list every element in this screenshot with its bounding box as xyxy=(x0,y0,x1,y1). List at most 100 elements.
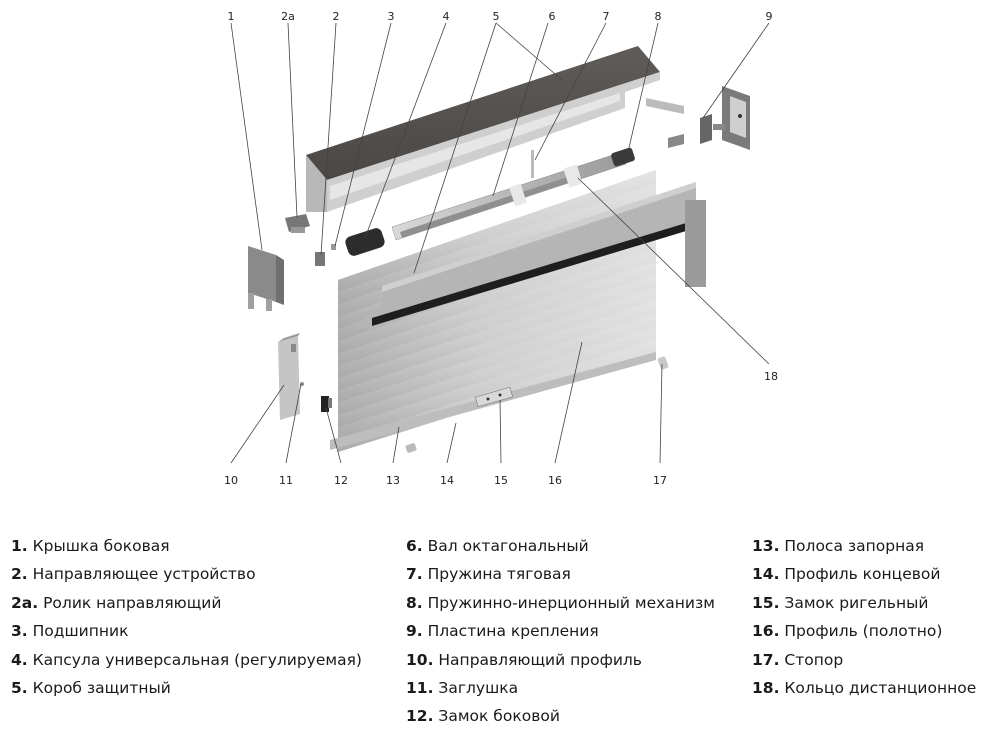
legend-text: Ролик направляющий xyxy=(43,593,222,612)
bolt-lock xyxy=(474,386,514,408)
legend-number: 10. xyxy=(406,650,434,669)
legend-item: 4. Капсула универсальная (регулируемая) xyxy=(11,646,362,674)
legend-number: 5. xyxy=(11,678,28,697)
legend-item: 5. Короб защитный xyxy=(11,674,362,702)
leader-lines xyxy=(230,22,770,464)
legend-item: 8. Пружинно-инерционный механизм xyxy=(406,589,715,617)
legend-item: 17. Стопор xyxy=(752,646,976,674)
legend-item: 6. Вал октагональный xyxy=(406,532,715,560)
legend-text: Профиль (полотно) xyxy=(784,622,943,641)
legend-item: 16. Профиль (полотно) xyxy=(752,617,976,645)
legend-number: 9. xyxy=(406,622,423,641)
legend-text: Стопор xyxy=(784,650,844,669)
curtain-slat xyxy=(338,183,656,305)
octagonal-shaft xyxy=(391,150,627,241)
legend-item: 12. Замок боковой xyxy=(406,702,715,730)
callout-1: 1 xyxy=(228,10,235,23)
guide-device xyxy=(285,214,310,233)
legend-item: 1. Крышка боковая xyxy=(11,532,362,560)
curtain-slat xyxy=(338,274,656,391)
spring-inertia-mechanism xyxy=(611,147,635,167)
mounting-plate xyxy=(646,86,750,150)
legend-number: 2a. xyxy=(11,593,39,612)
legend-text: Подшипник xyxy=(32,622,129,641)
callout-8: 8 xyxy=(655,10,662,23)
legend-text: Пластина крепления xyxy=(427,622,599,641)
curtain-slat xyxy=(338,287,656,403)
legend-column-2: 6. Вал октагональный 7. Пружина тяговая … xyxy=(406,532,715,731)
legend-text: Замок боковой xyxy=(438,707,560,726)
legend-text: Направляющее устройство xyxy=(32,565,256,584)
side-cover-left xyxy=(248,246,284,311)
legend-number: 18. xyxy=(752,678,780,697)
legend-item: 10. Направляющий профиль xyxy=(406,646,715,674)
legend-number: 1. xyxy=(11,537,28,555)
legend-number: 8. xyxy=(406,593,423,612)
legend-text: Короб защитный xyxy=(32,678,171,697)
callout-16: 16 xyxy=(548,474,562,487)
callout-14: 14 xyxy=(440,474,454,487)
legend-number: 11. xyxy=(406,678,434,697)
protective-box xyxy=(306,46,660,212)
legend-text: Капсула универсальная (регулируемая) xyxy=(32,650,362,669)
legend-item: 2a. Ролик направляющий xyxy=(11,589,362,617)
callout-2: 2 xyxy=(333,10,340,23)
legend-text: Заглушка xyxy=(438,678,519,697)
universal-capsule xyxy=(345,228,385,256)
legend-column-3: 13. Полоса запорная 14. Профиль концевой… xyxy=(752,532,976,702)
legend-item: 14. Профиль концевой xyxy=(752,560,976,588)
legend-text: Пружинно-инерционный механизм xyxy=(427,593,715,612)
curtain-slat xyxy=(338,261,656,379)
legend-text: Кольцо дистанционное xyxy=(784,678,977,697)
callout-11: 11 xyxy=(279,474,293,487)
legend-number: 4. xyxy=(11,650,28,669)
callout-9: 9 xyxy=(766,10,773,23)
curtain-slat xyxy=(338,248,656,366)
legend-number: 14. xyxy=(752,565,780,584)
callout-2a: 2a xyxy=(281,10,295,23)
legend-text: Крышка боковая xyxy=(32,537,170,555)
legend-number: 2. xyxy=(11,565,28,584)
parts-legend: 1. Крышка боковая 2. Направляющее устрой… xyxy=(0,532,1000,729)
legend-text: Направляющий профиль xyxy=(438,650,642,669)
legend-item: 18. Кольцо дистанционное xyxy=(752,674,976,702)
side-lock xyxy=(321,396,332,412)
legend-number: 3. xyxy=(11,622,28,641)
legend-item: 2. Направляющее устройство xyxy=(11,560,362,588)
curtain-slat xyxy=(338,313,656,428)
legend-number: 17. xyxy=(752,650,780,669)
callout-12: 12 xyxy=(334,474,348,487)
curtain-slat xyxy=(338,235,656,354)
curtain-slat xyxy=(338,326,656,440)
legend-text: Пружина тяговая xyxy=(427,565,571,584)
legend-item: 15. Замок ригельный xyxy=(752,589,976,617)
stopper xyxy=(405,356,669,453)
guide-profile xyxy=(278,333,300,420)
callout-18: 18 xyxy=(764,370,778,383)
legend-number: 16. xyxy=(752,622,780,641)
callout-10: 10 xyxy=(224,474,238,487)
exploded-assembly-diagram: 1 2a 2 3 4 5 6 7 8 9 10 11 12 13 14 15 1… xyxy=(224,10,778,487)
legend-text: Вал октагональный xyxy=(427,537,589,555)
callout-4: 4 xyxy=(443,10,450,23)
legend-text: Замок ригельный xyxy=(784,593,929,612)
legend-item: 7. Пружина тяговая xyxy=(406,560,715,588)
callout-labels: 1 2a 2 3 4 5 6 7 8 9 10 11 12 13 14 15 1… xyxy=(224,10,778,487)
callout-3: 3 xyxy=(388,10,395,23)
callout-15: 15 xyxy=(494,474,508,487)
legend-number: 7. xyxy=(406,565,423,584)
curtain-slat xyxy=(338,300,656,416)
legend-number: 15. xyxy=(752,593,780,612)
legend-text: Полоса запорная xyxy=(784,537,925,555)
legend-text: Профиль концевой xyxy=(784,565,941,584)
legend-number: 13. xyxy=(752,537,780,555)
legend-item: 11. Заглушка xyxy=(406,674,715,702)
legend-item: 13. Полоса запорная xyxy=(752,532,976,560)
callout-7: 7 xyxy=(603,10,610,23)
callout-13: 13 xyxy=(386,474,400,487)
legend-item: 3. Подшипник xyxy=(11,617,362,645)
legend-number: 6. xyxy=(406,537,423,555)
legend-item: 9. Пластина крепления xyxy=(406,617,715,645)
callout-17: 17 xyxy=(653,474,667,487)
legend-number: 12. xyxy=(406,707,434,726)
